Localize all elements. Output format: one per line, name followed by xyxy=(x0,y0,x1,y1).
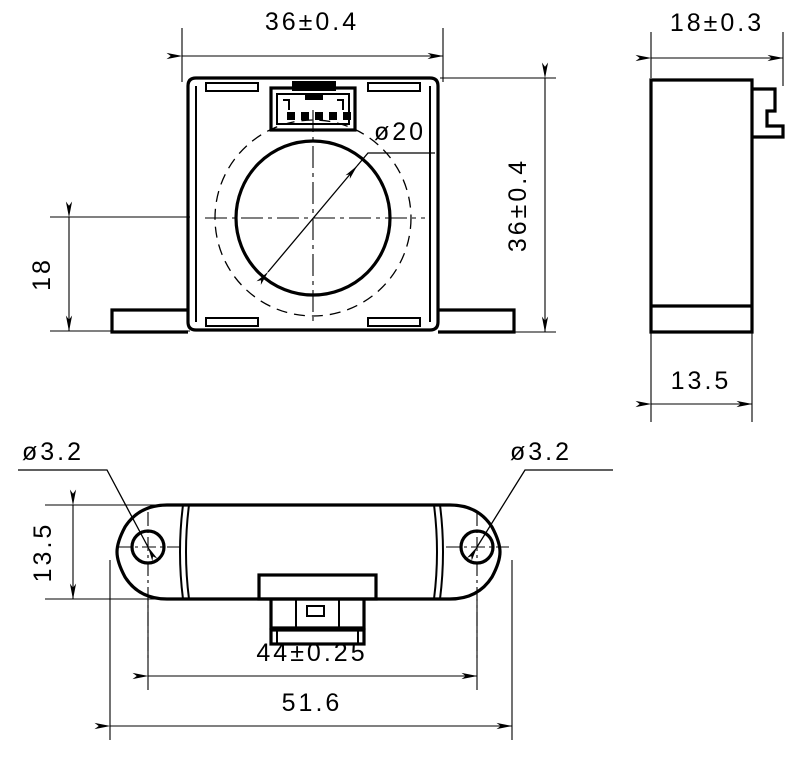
bottom-left-transition-a xyxy=(179,504,184,600)
bottom-connector xyxy=(257,573,378,646)
bottom-left-transition-b xyxy=(185,504,190,600)
dimension-bottom-hole-right: ø3.2 xyxy=(466,438,613,561)
connector-latch-tab xyxy=(292,81,336,91)
front-mount-foot-right xyxy=(438,308,516,334)
side-body-outline xyxy=(649,78,754,334)
dim-label-bottom-hole-right: ø3.2 xyxy=(510,438,572,466)
bottom-connector-keyslot xyxy=(306,605,325,617)
dim-label-bottom-length: 51.6 xyxy=(282,689,343,717)
dimension-bottom-hole-left: ø3.2 xyxy=(18,438,158,562)
dim-label-side-depth: 18±0.3 xyxy=(670,9,764,37)
bottom-connector-boss xyxy=(257,573,378,601)
bottom-connector-flange xyxy=(269,628,366,646)
dim-label-front-foot-height: 18 xyxy=(28,257,56,291)
connector-pin xyxy=(343,112,351,120)
connector-latch-slot xyxy=(305,95,323,100)
side-connector-step xyxy=(752,87,785,139)
bottom-body-outline xyxy=(115,503,502,601)
connector-pin xyxy=(301,112,309,120)
dimension-front-height: 36±0.4 xyxy=(440,62,556,333)
dimension-side-depth: 18±0.3 xyxy=(635,9,784,86)
dim-label-bottom-width: 13.5 xyxy=(29,522,57,583)
bottom-right-transition-a xyxy=(433,504,438,600)
dimension-bottom-width: 13.5 xyxy=(29,489,160,600)
connector-pin xyxy=(287,112,295,120)
bottom-view: ø3.2 ø3.2 13.5 44±0.25 51.6 xyxy=(18,438,613,740)
dim-label-bottom-hole-left: ø3.2 xyxy=(22,438,84,466)
connector-pin xyxy=(315,112,323,120)
dimension-front-foot-height: 18 xyxy=(28,201,190,332)
bottom-connector-body xyxy=(269,599,366,630)
dim-label-front-width: 36±0.4 xyxy=(265,8,359,36)
front-bottom-slots xyxy=(205,317,421,327)
dimension-front-aperture: ø20 xyxy=(256,118,435,285)
front-top-slots xyxy=(205,82,421,92)
bottom-right-transition-b xyxy=(439,504,444,600)
dimension-bottom-length: 51.6 xyxy=(94,560,513,740)
dimension-front-width: 36±0.4 xyxy=(166,8,444,82)
side-view: 18±0.3 13.5 xyxy=(635,9,785,422)
dim-label-bottom-hole-pitch: 44±0.25 xyxy=(256,639,367,667)
connector-housing-inner xyxy=(276,93,350,125)
front-view: 36±0.4 36±0.4 18 ø20 xyxy=(28,8,556,334)
front-body-outline xyxy=(186,76,440,332)
dim-label-front-height: 36±0.4 xyxy=(504,158,532,252)
dimension-side-base-depth: 13.5 xyxy=(635,332,753,422)
front-mount-foot-left xyxy=(110,308,188,334)
front-connector xyxy=(269,81,357,132)
dimension-bottom-hole-pitch: 44±0.25 xyxy=(132,599,478,690)
dim-label-side-base-depth: 13.5 xyxy=(671,367,732,395)
dim-label-front-aperture: ø20 xyxy=(374,118,426,146)
connector-pin xyxy=(329,112,337,120)
